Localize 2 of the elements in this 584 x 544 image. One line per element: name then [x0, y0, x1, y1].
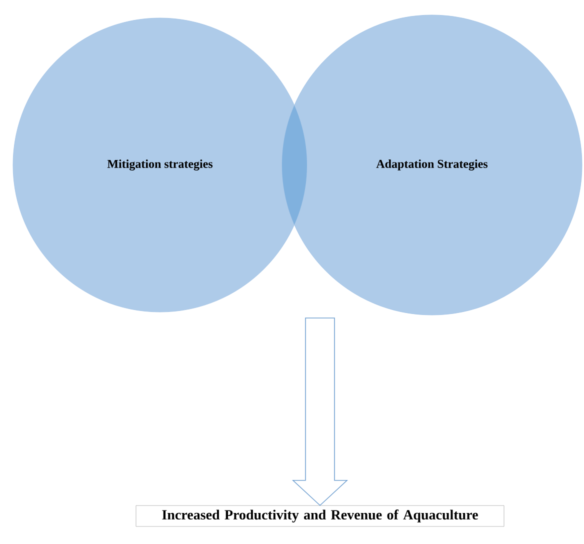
block-arrow — [292, 318, 348, 506]
result-box: Increased Productivity and Revenue of Aquaculture — [136, 505, 504, 527]
